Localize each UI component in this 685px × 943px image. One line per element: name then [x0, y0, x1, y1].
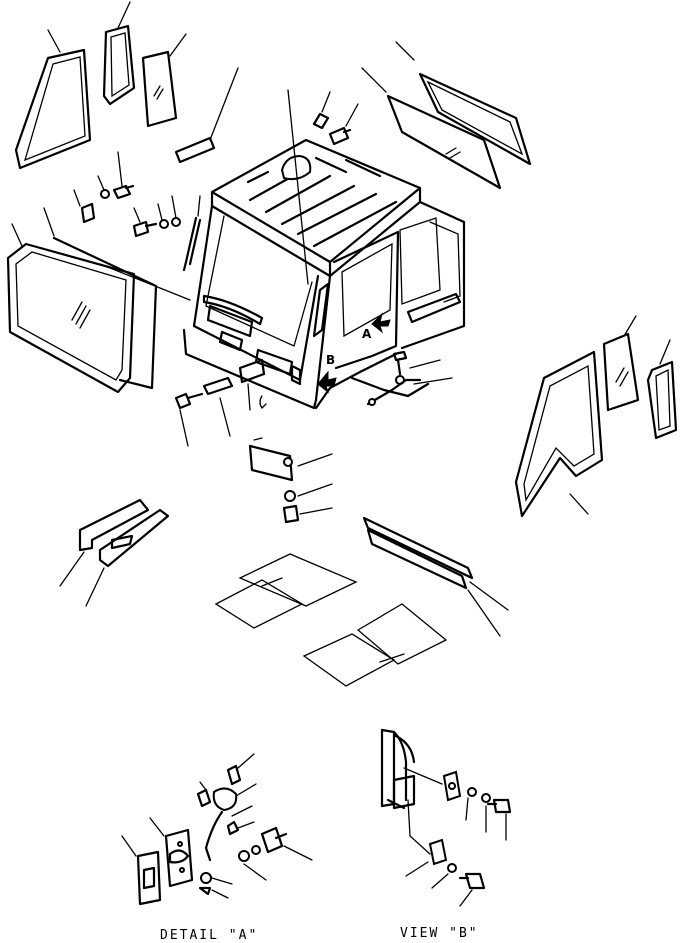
bolt-washer-group-upper [73, 151, 135, 224]
trim-strip [362, 516, 509, 637]
rear-window-seal [6, 223, 136, 394]
detail-a-drawing [121, 753, 313, 906]
cab-frame [182, 89, 466, 410]
rear-window-glass [43, 207, 191, 390]
left-door-window-seal [14, 29, 92, 170]
bolt-washer-group-lower [132, 195, 181, 238]
floor-mat-right [302, 603, 448, 687]
door-window-seal [514, 350, 604, 518]
roof-window-glass [361, 67, 502, 190]
bolt-upper-right [312, 91, 359, 146]
filler-strip [174, 67, 239, 164]
view-b-caption: VIEW "B" [400, 926, 479, 941]
detail-a-caption: DETAIL "A" [160, 928, 259, 943]
small-window-seal [102, 1, 136, 106]
roof-window-seal [395, 41, 532, 166]
front-plate [202, 358, 267, 437]
quarter-window-seal [646, 339, 678, 440]
small-window-glass [141, 33, 187, 128]
view-b-drawing [380, 728, 512, 907]
door-lock-hardware [350, 350, 453, 406]
door-window-glass [602, 315, 640, 412]
floor-mat-left [214, 553, 358, 629]
view-b-callout: B [317, 353, 337, 394]
view-a-marker: A [362, 327, 372, 341]
floor-bracket [59, 498, 170, 607]
view-a-callout: A [362, 312, 391, 341]
side-cover [248, 437, 333, 524]
grab-handle-left [182, 195, 202, 272]
front-bolt [174, 392, 204, 447]
view-b-marker: B [326, 353, 335, 367]
